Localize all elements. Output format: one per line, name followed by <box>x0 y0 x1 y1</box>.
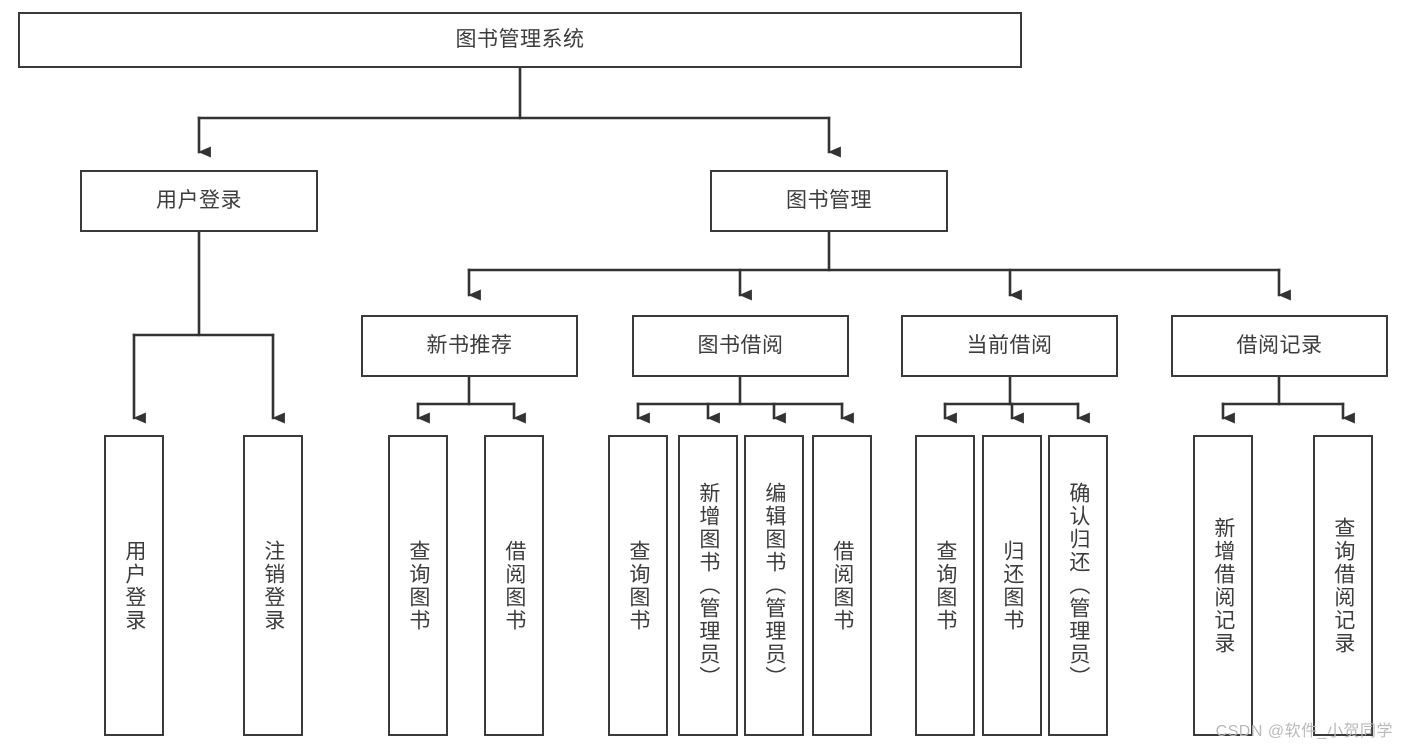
node-book-management[interactable]: 图书管理 <box>710 170 948 232</box>
node-current-borrow[interactable]: 当前借阅 <box>901 315 1118 377</box>
node-label: 借阅图书 <box>502 539 526 632</box>
leaf-book-borrow-edit-admin[interactable]: 编辑图书（管理员） <box>744 435 804 736</box>
node-root-book-management-system[interactable]: 图书管理系统 <box>18 12 1022 68</box>
node-label: 查询借阅记录 <box>1331 516 1355 655</box>
node-label: 查询图书 <box>406 539 430 632</box>
leaf-book-borrow-borrow[interactable]: 借阅图书 <box>812 435 872 736</box>
leaf-new-book-borrow[interactable]: 借阅图书 <box>484 435 544 736</box>
node-new-book-recommend[interactable]: 新书推荐 <box>361 315 578 377</box>
node-label: 查询图书 <box>933 539 957 632</box>
node-borrow-record[interactable]: 借阅记录 <box>1171 315 1388 377</box>
leaf-borrow-record-query[interactable]: 查询借阅记录 <box>1313 435 1373 736</box>
node-label: 当前借阅 <box>966 334 1053 358</box>
leaf-book-borrow-query[interactable]: 查询图书 <box>608 435 668 736</box>
node-label: 确认归还（管理员） <box>1066 482 1090 689</box>
node-label: 编辑图书（管理员） <box>762 482 786 689</box>
leaf-book-borrow-add-admin[interactable]: 新增图书（管理员） <box>678 435 738 736</box>
node-label: 新增借阅记录 <box>1211 516 1235 655</box>
node-label: 新书推荐 <box>426 334 513 358</box>
node-label: 图书管理 <box>786 189 872 213</box>
leaf-borrow-record-add[interactable]: 新增借阅记录 <box>1193 435 1253 736</box>
leaf-new-book-query[interactable]: 查询图书 <box>388 435 448 736</box>
node-label: 新增图书（管理员） <box>696 482 720 689</box>
node-label: 图书管理系统 <box>455 28 585 52</box>
node-label: 查询图书 <box>626 539 650 632</box>
node-label: 用户登录 <box>122 539 146 632</box>
node-label: 借阅图书 <box>830 539 854 632</box>
node-label: 归还图书 <box>1000 539 1024 632</box>
node-book-borrow[interactable]: 图书借阅 <box>632 315 849 377</box>
leaf-user-login-login[interactable]: 用户登录 <box>104 435 164 736</box>
leaf-current-borrow-query[interactable]: 查询图书 <box>915 435 975 736</box>
leaf-user-login-logout[interactable]: 注销登录 <box>243 435 303 736</box>
node-label: 借阅记录 <box>1236 334 1323 358</box>
node-user-login[interactable]: 用户登录 <box>80 170 318 232</box>
leaf-current-borrow-confirm-admin[interactable]: 确认归还（管理员） <box>1048 435 1108 736</box>
node-label: 注销登录 <box>261 539 285 632</box>
node-label: 图书借阅 <box>697 334 784 358</box>
node-label: 用户登录 <box>156 189 242 213</box>
leaf-current-borrow-return[interactable]: 归还图书 <box>982 435 1042 736</box>
